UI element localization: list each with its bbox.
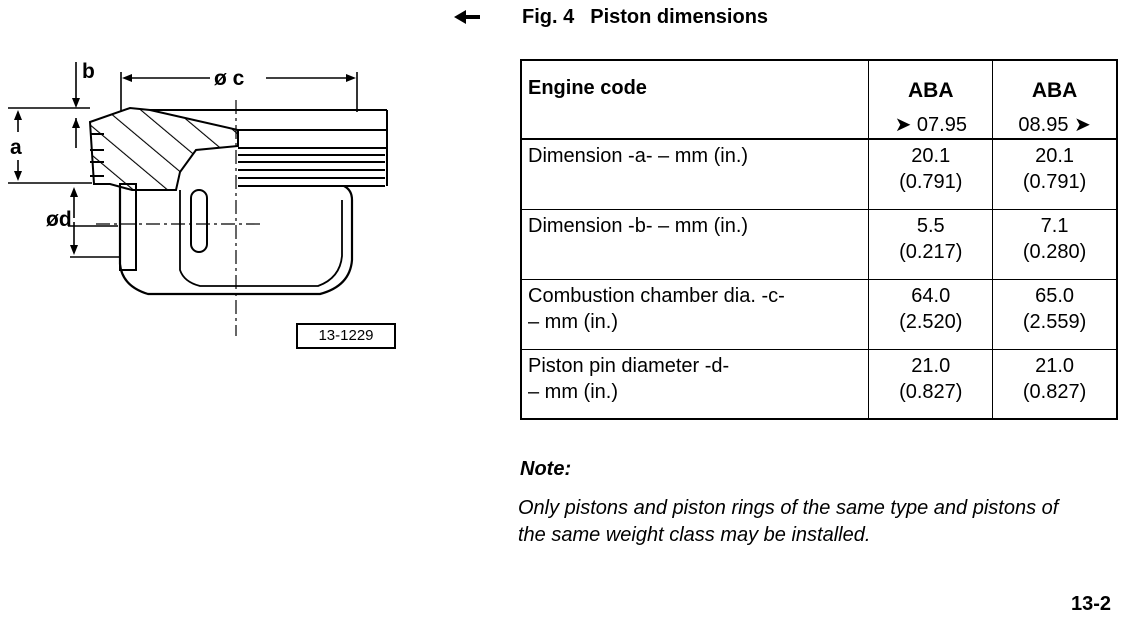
value-in: (0.827) (899, 380, 963, 403)
value-mm: 7.1 (1040, 214, 1069, 237)
value-cell: 20.1 (0.791) (868, 138, 994, 210)
row-label-line: – mm (in.) (528, 380, 618, 403)
row-label: Dimension -a- – mm (in.) (520, 138, 870, 210)
table-row: Dimension -a- – mm (in.) 20.1 (0.791) 20.… (520, 138, 1118, 210)
value-in: (0.791) (899, 171, 963, 193)
table-row: Combustion chamber dia. -c- – mm (in.) 64… (520, 278, 1118, 350)
value-cell: 65.0 (2.559) (992, 278, 1118, 350)
piston-diagram: b ø c a ød (8, 60, 388, 336)
column-2-range: 08.95 ➤ (1018, 114, 1091, 136)
table-row: Piston pin diameter -d- – mm (in.) 21.0 (0… (520, 348, 1118, 420)
value-in: (0.791) (1022, 171, 1087, 193)
header-engine-code: Engine code (520, 59, 870, 140)
row-label-line: Combustion chamber dia. -c- (528, 284, 785, 307)
note-text: Only pistons and piston rings of the sam… (518, 497, 1059, 546)
column-2-code: ABA (1031, 79, 1078, 102)
row-label-line: – mm (in.) (528, 310, 618, 333)
value-in: (2.559) (1022, 310, 1087, 333)
value-cell: 21.0 (0.827) (992, 348, 1118, 420)
row-label-line: Piston pin diameter -d- (528, 354, 730, 377)
value-in: (0.827) (1022, 380, 1087, 403)
piston-dimensions-table: Engine code ABA ➤ 07.95 ABA 08.95 ➤ Dime… (520, 59, 1118, 420)
label-a: a (10, 136, 22, 159)
value-in: (0.217) (899, 240, 963, 263)
note-title: Note: (520, 458, 572, 480)
value-mm: 5.5 (916, 214, 945, 237)
value-cell: 64.0 (2.520) (868, 278, 994, 350)
value-mm: 64.0 (911, 284, 951, 307)
value-in: (0.280) (1022, 240, 1087, 263)
figure-number: Fig. 4 (522, 6, 575, 28)
value-cell: 21.0 (0.827) (868, 348, 994, 420)
column-1-range: ➤ 07.95 (894, 114, 967, 136)
value-cell: 20.1 (0.791) (992, 138, 1118, 210)
figure-caption: Piston dimensions (590, 6, 769, 28)
value-mm: 65.0 (1035, 284, 1075, 307)
value-mm: 20.1 (911, 145, 951, 167)
header-column-2: ABA 08.95 ➤ (992, 59, 1118, 140)
label-b: b (82, 60, 95, 83)
figure-code: 13-1229 (296, 323, 396, 349)
row-label-line: Dimension -b- – mm (in.) (528, 214, 749, 237)
figure-title: Fig. 4 Piston dimensions (522, 6, 768, 29)
value-in: (2.520) (899, 310, 963, 333)
value-mm: 20.1 (1035, 145, 1075, 167)
row-label: Dimension -b- – mm (in.) (520, 208, 870, 280)
table-row: Dimension -b- – mm (in.) 5.5 (0.217) 7.1 (… (520, 208, 1118, 280)
column-1-code: ABA (908, 79, 954, 102)
arrow-left-icon (454, 10, 480, 24)
label-c: ø c (214, 67, 245, 90)
header-column-1: ABA ➤ 07.95 (868, 59, 994, 140)
row-label-line: Dimension -a- – mm (in.) (528, 145, 749, 167)
row-label: Combustion chamber dia. -c- – mm (in.) (520, 278, 870, 350)
value-mm: 21.0 (911, 354, 951, 377)
value-cell: 5.5 (0.217) (868, 208, 994, 280)
value-mm: 21.0 (1035, 354, 1075, 377)
label-d: ød (46, 208, 72, 231)
page-number: 13-2 (1071, 593, 1112, 615)
value-cell: 7.1 (0.280) (992, 208, 1118, 280)
table-header-row: Engine code ABA ➤ 07.95 ABA 08.95 ➤ (520, 59, 1118, 140)
row-label: Piston pin diameter -d- – mm (in.) (520, 348, 870, 420)
